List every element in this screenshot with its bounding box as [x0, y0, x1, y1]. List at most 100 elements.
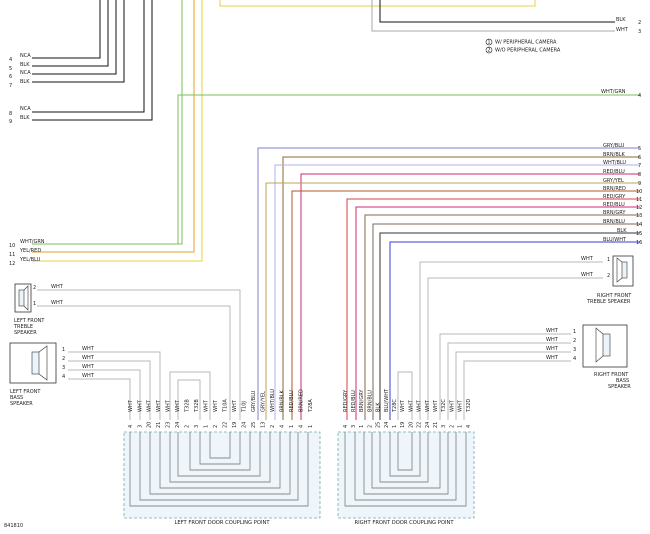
legend-num-1: 1	[487, 40, 490, 46]
rf-bass-pin-3: 3	[573, 347, 576, 353]
left-block-label-6: NCA	[20, 70, 31, 76]
right-pin-12: 12	[636, 205, 642, 211]
left-coupling-wire-label-3: WHT	[156, 399, 162, 412]
right-coupling-wire-label-9: WHT	[417, 399, 423, 412]
left-coupling-wire-label-2: WHT	[147, 399, 153, 412]
left-coupling-pin-5: 24	[175, 422, 181, 428]
right-pin-labels: GRY/BLU 5 BRN/BLK 6 WHT/BLU 7 RED/BLU 8 …	[603, 143, 642, 246]
left-coupling-pin-3: 21	[156, 422, 162, 428]
rf-bass-wires	[439, 333, 571, 420]
lf-bass-wire-label-3: WHT	[82, 364, 95, 370]
right-coupling-wire-label-2: BRN/GRY	[359, 389, 365, 412]
lf-bass-name-1: LEFT FRONT	[10, 389, 41, 395]
right-coupling-wire-label-3: BRN/BLU	[367, 390, 373, 412]
lf-bass-pin-3: 3	[62, 365, 65, 371]
left-coupling-pin-13: 25	[251, 422, 257, 428]
rf-bass-pin-4: 4	[573, 356, 576, 362]
right-pin-label-12: RED/BLU	[603, 202, 625, 208]
left-coupling-pin-0: 4	[128, 425, 134, 428]
right-pin-label-10: BRN/RED	[603, 186, 626, 192]
right-coupling-pin-12: 3	[441, 425, 447, 428]
left-coupling-wire-label-18: BRN/RED	[298, 389, 304, 412]
right-coupling-wire-label-0: RED/GRY	[343, 389, 349, 412]
left-coupling-pin-6: 2	[185, 425, 191, 428]
right-coupling-pin-8: 20	[408, 422, 414, 428]
right-pin-7: 7	[638, 163, 641, 169]
left-pin-12: 12	[9, 261, 15, 267]
left-block-labels: NCA 4 BLK 5 NCA 6 BLK 7 NCA 8 BLK 9	[9, 53, 31, 125]
left-front-door-coupling-point: LEFT FRONT DOOR COUPLING POINT	[123, 431, 321, 526]
lf-treble-wire-label-1: WHT	[51, 300, 64, 306]
figure-id: 841810	[4, 523, 23, 529]
right-coupling-pin-13: 2	[449, 425, 455, 428]
left-front-treble-speaker: 2 1 LEFT FRONT TREBLE SPEAKER	[13, 283, 45, 336]
right-front-bass-speaker: 1 2 3 4 RIGHT FRONT BASS SPEAKER	[573, 324, 631, 390]
left-pin-label-10: WHT/GRN	[20, 239, 45, 245]
right-front-door-coupling-point: RIGHT FRONT DOOR COUPLING POINT	[337, 431, 475, 526]
lf-bass-name-2: BASS	[10, 395, 23, 401]
right-pin-label-5: GRY/BLU	[603, 143, 625, 149]
left-block-pin-6: 6	[9, 74, 12, 80]
right-coupling-pin-4: 25	[376, 422, 382, 428]
right-coupling-wire-label-10: WHT	[425, 399, 431, 412]
left-coupling-wire-label-7: T32B	[194, 399, 200, 413]
left-coupling-wire-label-6: T32B	[185, 399, 191, 413]
right-front-treble-speaker: 1 2 RIGHT FRONT TREBLE SPEAKER	[586, 255, 634, 305]
right-coupling-pin-14: 1	[458, 425, 464, 428]
right-coupling-pin-0: 4	[343, 425, 349, 428]
rf-bass-pin-2: 2	[573, 338, 576, 344]
top-left-black-wires	[32, 0, 153, 121]
wire-wht-grn-4	[177, 94, 640, 244]
top-right-wires	[371, 0, 615, 32]
right-pin-9: 9	[638, 181, 641, 187]
left-coupling-pin-10: 22	[223, 422, 229, 428]
right-coupling-pin-9: 22	[417, 422, 423, 428]
left-coupling-pin-16: 4	[279, 425, 285, 428]
top-right-labels: BLK 2 WHT 3	[616, 17, 641, 35]
rf-bass-name-1: RIGHT FRONT	[594, 372, 629, 378]
left-pin-label-11: YEL/RED	[19, 248, 41, 254]
lf-bass-pin-2: 2	[62, 356, 65, 362]
left-block-pin-4: 4	[9, 57, 12, 63]
left-coupling-wire-label-4: WHT	[166, 399, 172, 412]
left-block-pin-7: 7	[9, 83, 12, 89]
top-right-pin-2: 3	[638, 29, 641, 35]
left-front-bass-speaker: 1 2 3 4 LEFT FRONT BASS SPEAKER	[9, 342, 65, 407]
lf-bass-wires	[68, 351, 161, 420]
left-block-pin-8: 8	[9, 111, 12, 117]
left-block-label-7: BLK	[20, 79, 30, 85]
right-coupling-pin-1: 3	[351, 425, 357, 428]
right-coupling-pin-15: 4	[466, 425, 472, 428]
right-pin-6: 6	[638, 155, 641, 161]
rf-treble-wire-label-2: WHT	[581, 272, 594, 278]
rf-bass-name-3: SPEAKER	[608, 384, 631, 390]
left-coupling-wire-label-13: GRY/BLU	[251, 390, 257, 412]
legend: 1 W/ PERIPHERAL CAMERA 2 W/O PERIPHERAL …	[485, 38, 561, 54]
lf-treble-pin-2: 2	[33, 285, 36, 291]
lf-treble-name-1: LEFT FRONT	[14, 318, 45, 324]
left-coupling-wire-labels: WHT4WHT3WHT20WHT21WHT23WHT24T32B2T32B3WH…	[128, 389, 314, 428]
right-colored-wires	[257, 147, 640, 420]
lf-bass-wire-label-4: WHT	[82, 373, 95, 379]
left-coupling-wire-label-12: T10J	[241, 401, 247, 413]
rf-treble-wires	[419, 261, 603, 420]
left-block-pin-9: 9	[9, 119, 12, 125]
rf-bass-pin-1: 1	[573, 329, 576, 335]
left-block-label-8: NCA	[20, 106, 31, 112]
right-coupling-wire-label-7: WHT	[400, 399, 406, 412]
left-coupling-wire-label-9: WHT	[213, 399, 219, 412]
left-coupling-wire-label-11: WHT	[232, 399, 238, 412]
rf-bass-wire-label-4: WHT	[546, 355, 559, 361]
right-coupling-wire-label-5: BLU/WHT	[384, 388, 390, 412]
right-pin-label-15: BLK	[617, 228, 627, 234]
right-coupling-wire-label-6: T28C	[392, 399, 398, 413]
left-coupling-wire-label-5: WHT	[175, 399, 181, 412]
lf-treble-wires	[37, 289, 241, 420]
right-coupling-pin-3: 2	[367, 425, 373, 428]
legend-text-1: W/ PERIPHERAL CAMERA	[495, 40, 557, 46]
right-pin-13: 13	[636, 213, 642, 219]
right-pin4-label: WHT/GRN	[601, 89, 626, 95]
right-pin-label-6: BRN/BLK	[603, 152, 626, 158]
top-right-pin-1: 2	[638, 20, 641, 26]
